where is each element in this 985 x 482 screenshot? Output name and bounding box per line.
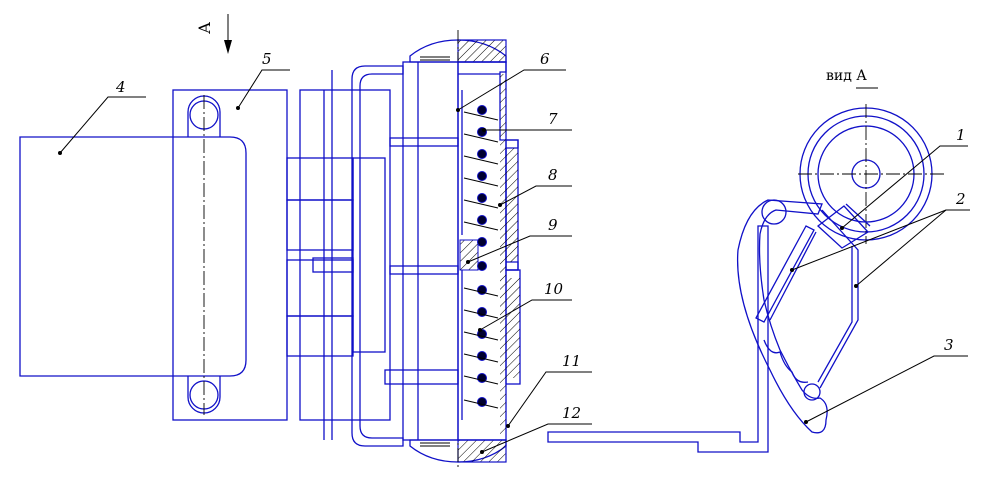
callout-7: 7 <box>548 110 558 128</box>
callout-1: 1 <box>956 126 966 144</box>
view-arrow-label: А <box>195 22 214 34</box>
shaft-housing <box>384 30 521 470</box>
callout-4: 4 <box>115 78 126 96</box>
callout-2: 2 <box>955 190 966 208</box>
view-label: вид А <box>826 68 867 84</box>
part-4-body <box>19 136 247 377</box>
part-12-link <box>547 225 769 453</box>
callout-12: 12 <box>562 404 581 422</box>
callout-3: 3 <box>944 336 954 354</box>
callout-10: 10 <box>544 280 564 298</box>
part-5-plate <box>172 89 288 421</box>
bracket-frame <box>351 65 404 447</box>
callout-6: 6 <box>540 50 550 68</box>
callout-5: 5 <box>262 50 272 68</box>
callout-8: 8 <box>548 166 558 184</box>
view-arrow <box>224 14 232 54</box>
leader-lines <box>58 69 970 454</box>
callout-11: 11 <box>562 352 581 370</box>
callout-9: 9 <box>548 216 558 234</box>
spring-coils <box>461 90 499 420</box>
view-a <box>736 104 944 434</box>
coupling-blocks <box>286 70 391 440</box>
left-assembly <box>19 30 521 470</box>
